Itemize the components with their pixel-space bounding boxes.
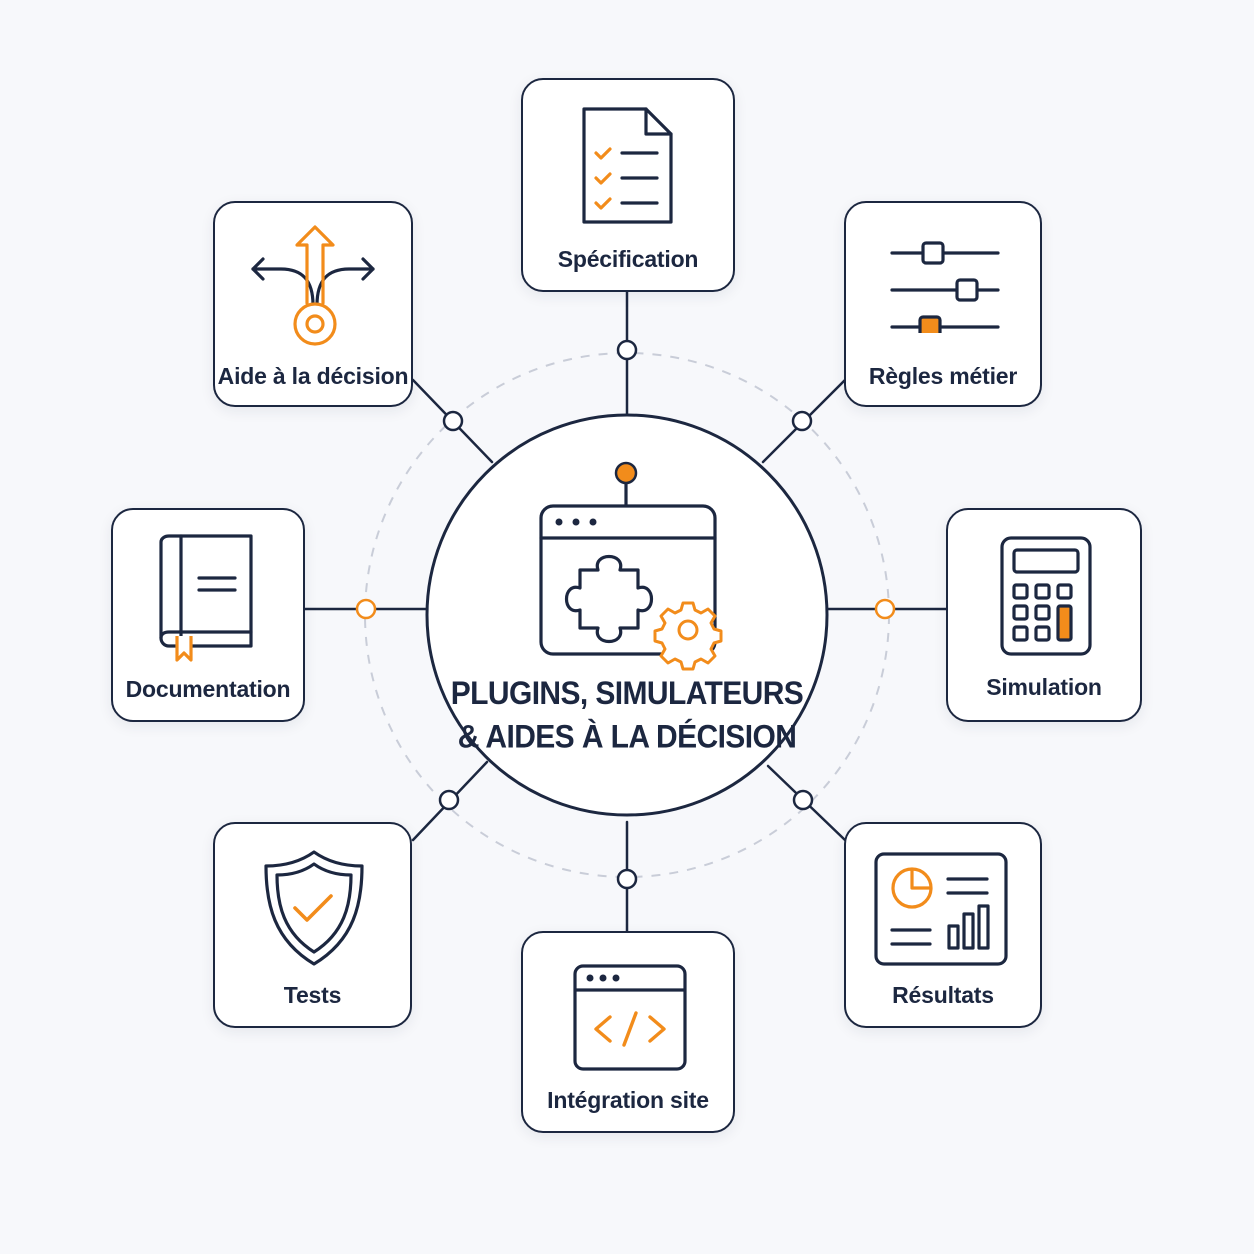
node-label-specification: Spécification bbox=[557, 246, 699, 272]
shield-check-icon bbox=[264, 850, 364, 966]
node-card-resultats[interactable]: Résultats bbox=[844, 822, 1042, 1028]
hub-title: PLUGINS, SIMULATEURS & AIDES À LA DÉCISI… bbox=[428, 673, 826, 759]
junction-dot-simulation bbox=[874, 598, 896, 620]
node-label-resultats: Résultats bbox=[892, 982, 994, 1008]
puzzle-gear-window-icon bbox=[539, 461, 717, 656]
node-label-integration-site: Intégration site bbox=[547, 1087, 709, 1113]
node-card-regles-metier[interactable]: Règles métier bbox=[844, 201, 1042, 407]
hub-title-line-2: & AIDES À LA DÉCISION bbox=[457, 719, 797, 755]
gear-icon bbox=[653, 601, 723, 671]
junction-dot-documentation bbox=[355, 598, 377, 620]
node-label-simulation: Simulation bbox=[986, 674, 1102, 700]
junction-dot-tests bbox=[438, 789, 460, 811]
node-card-documentation[interactable]: Documentation bbox=[111, 508, 305, 722]
book-bookmark-icon bbox=[159, 534, 253, 662]
code-window-icon bbox=[573, 964, 687, 1071]
junction-dot-aide-decision bbox=[442, 410, 464, 432]
checklist-document-icon bbox=[582, 107, 673, 224]
calculator-icon bbox=[1000, 536, 1092, 656]
junction-dot-resultats bbox=[792, 789, 814, 811]
branching-arrows-icon bbox=[251, 225, 375, 346]
hub-title-line-1: PLUGINS, SIMULATEURS bbox=[450, 676, 804, 712]
junction-dot-integration bbox=[616, 868, 638, 890]
node-card-tests[interactable]: Tests bbox=[213, 822, 412, 1028]
junction-dot-regles-metier bbox=[791, 410, 813, 432]
node-label-regles-metier: Règles métier bbox=[868, 363, 1018, 389]
dashboard-report-icon bbox=[874, 852, 1008, 966]
node-card-specification[interactable]: Spécification bbox=[521, 78, 735, 292]
node-label-aide-decision: Aide à la décision bbox=[217, 363, 409, 389]
sliders-icon bbox=[890, 241, 1000, 333]
node-label-tests: Tests bbox=[283, 982, 342, 1008]
junction-dot-specification bbox=[616, 339, 638, 361]
node-card-aide-decision[interactable]: Aide à la décision bbox=[213, 201, 413, 407]
node-card-integration-site[interactable]: Intégration site bbox=[521, 931, 735, 1133]
node-label-documentation: Documentation bbox=[125, 676, 291, 702]
node-card-simulation[interactable]: Simulation bbox=[946, 508, 1142, 722]
